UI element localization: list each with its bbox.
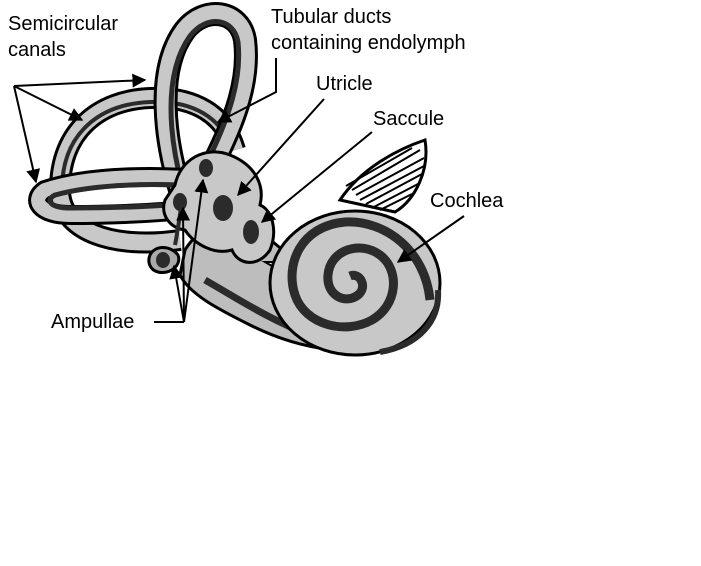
- semicircular-arrow-1: [13, 73, 147, 88]
- tubular-ducts-arrow: [216, 58, 277, 123]
- ampullae-arrow-3: [183, 178, 209, 323]
- cochlea-arrow: [396, 215, 465, 263]
- leader-lines: [13, 58, 465, 323]
- label-tubular-ducts: Tubular ducts containing endolymph: [271, 4, 466, 56]
- label-semicircular-line1: Semicircular: [8, 13, 119, 35]
- saccule-arrow: [260, 131, 373, 223]
- label-tubular-line1: Tubular ducts: [271, 6, 392, 28]
- label-ampullae: Ampullae: [51, 311, 135, 333]
- label-utricle: Utricle: [316, 73, 373, 95]
- label-saccule: Saccule: [373, 108, 445, 130]
- cochlea-spiral: [268, 209, 442, 357]
- ampullae-arrow-2: [176, 206, 191, 323]
- semicircular-arrow-2: [13, 85, 84, 121]
- semicircular-arrow-3: [13, 85, 41, 184]
- label-cochlea: Cochlea: [430, 190, 504, 212]
- cochlea-membrane: [337, 138, 428, 214]
- label-semicircular-line2: canals: [8, 39, 66, 61]
- utricle-arrow: [237, 98, 325, 197]
- label-semicircular-canals: Semicircular canals: [8, 11, 118, 63]
- semicircular-canals: [28, 2, 258, 254]
- ampullae-arrow-1: [169, 264, 185, 323]
- label-tubular-line2: containing endolymph: [271, 32, 466, 54]
